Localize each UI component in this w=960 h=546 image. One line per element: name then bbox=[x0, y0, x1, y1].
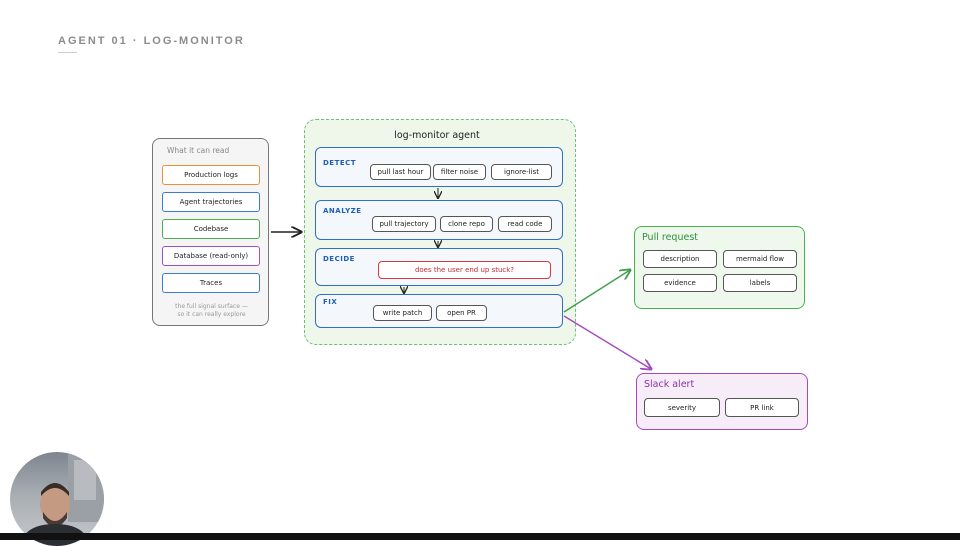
read-item-codebase: Codebase bbox=[162, 219, 260, 239]
slack-item-severity: severity bbox=[644, 398, 720, 417]
slack-alert-panel: Slack alert severity PR link bbox=[636, 373, 808, 430]
decide-section: DECIDE does the user end up stuck? bbox=[315, 248, 563, 286]
analyze-label: ANALYZE bbox=[323, 207, 362, 215]
pr-item-evidence: evidence bbox=[643, 274, 717, 292]
pr-item-mermaid-flow: mermaid flow bbox=[723, 250, 797, 268]
step-filter-noise: filter noise bbox=[433, 164, 486, 180]
read-item-label: Production logs bbox=[184, 171, 238, 179]
page-title: AGENT 01 · LOG-MONITOR bbox=[58, 35, 245, 47]
pull-request-panel: Pull request description mermaid flow ev… bbox=[634, 226, 805, 309]
read-item-database: Database (read-only) bbox=[162, 246, 260, 266]
reads-title: What it can read bbox=[167, 146, 230, 155]
reads-note-line: so it can really explore bbox=[177, 311, 246, 318]
reads-note: the full signal surface — so it can real… bbox=[153, 303, 270, 319]
reads-note-line: the full signal surface — bbox=[175, 303, 248, 310]
title-divider bbox=[58, 52, 77, 53]
analyze-section: ANALYZE pull trajectory clone repo read … bbox=[315, 200, 563, 240]
step-write-patch: write patch bbox=[373, 305, 432, 321]
step-ignore-list: ignore-list bbox=[491, 164, 552, 180]
read-item-traces: Traces bbox=[162, 273, 260, 293]
step-pull-last-hour: pull last hour bbox=[370, 164, 431, 180]
read-item-production-logs: Production logs bbox=[162, 165, 260, 185]
decide-question: does the user end up stuck? bbox=[378, 261, 551, 279]
decide-label: DECIDE bbox=[323, 255, 355, 263]
fix-section: FIX write patch open PR bbox=[315, 294, 563, 328]
read-item-label: Traces bbox=[199, 279, 223, 287]
step-read-code: read code bbox=[498, 216, 552, 232]
read-item-label: Agent trajectories bbox=[179, 198, 243, 206]
bottom-bar bbox=[0, 533, 960, 540]
fix-label: FIX bbox=[323, 298, 338, 306]
step-clone-repo: clone repo bbox=[440, 216, 493, 232]
read-item-label: Codebase bbox=[193, 225, 229, 233]
presenter-webcam bbox=[10, 452, 104, 546]
pr-item-description: description bbox=[643, 250, 717, 268]
reads-panel: What it can read Production logs Agent t… bbox=[152, 138, 269, 326]
read-item-agent-trajectories: Agent trajectories bbox=[162, 192, 260, 212]
pull-request-title: Pull request bbox=[642, 232, 698, 243]
detect-section: DETECT pull last hour filter noise ignor… bbox=[315, 147, 563, 187]
detect-label: DETECT bbox=[323, 159, 357, 167]
slack-alert-title: Slack alert bbox=[644, 379, 695, 390]
fix-to-slack-alert-arrow bbox=[563, 315, 651, 369]
slack-item-pr-link: PR link bbox=[725, 398, 799, 417]
step-open-pr: open PR bbox=[436, 305, 487, 321]
pr-item-labels: labels bbox=[723, 274, 797, 292]
agent-title: log-monitor agent bbox=[394, 130, 480, 141]
step-pull-trajectory: pull trajectory bbox=[372, 216, 436, 232]
read-item-label: Database (read-only) bbox=[173, 252, 249, 260]
